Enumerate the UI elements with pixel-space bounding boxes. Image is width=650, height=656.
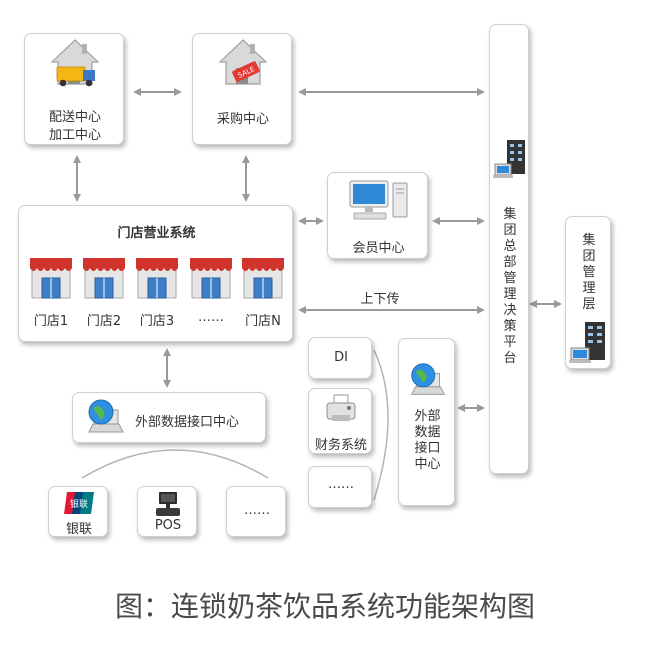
purchase-center-box[interactable]: SALE 采购中心 — [192, 33, 292, 145]
pos-box[interactable]: POS — [137, 486, 197, 537]
store-system-box[interactable]: 门店营业系统 门店1 门店2 门店3 …… 门店N — [18, 205, 293, 342]
hq-platform-char-4: 部 — [503, 255, 517, 270]
di-box[interactable]: DI — [308, 337, 372, 379]
mgmt-char-2: 团 — [582, 249, 596, 264]
group-management-box[interactable]: 集 团 管 理 层 — [565, 216, 611, 369]
hq-platform-char-9: 平 — [503, 335, 517, 350]
curve-external-group — [373, 349, 389, 501]
store-2-label: 门店2 — [86, 314, 122, 329]
di-label: DI — [334, 350, 348, 365]
finance-system-label: 财务系统 — [314, 438, 367, 453]
desktop-computer-icon — [349, 180, 408, 220]
external-more-box[interactable]: …… — [308, 466, 372, 508]
purchase-center-label: 采购中心 — [216, 112, 269, 127]
server-building-icon — [569, 322, 605, 363]
store-1-label: 门店1 — [33, 314, 69, 329]
unionpay-label: 银联 — [65, 522, 92, 537]
ext-vertical-line-4: 中心 — [414, 457, 441, 472]
hq-platform-char-2: 团 — [503, 223, 517, 238]
mgmt-char-5: 层 — [582, 297, 596, 312]
payment-more-box[interactable]: …… — [226, 486, 286, 537]
house-sale-icon: SALE — [218, 39, 268, 85]
mgmt-char-4: 理 — [582, 281, 596, 296]
distribution-center-box[interactable]: 配送中心 加工中心 — [24, 33, 124, 145]
hq-platform-char-7: 决 — [503, 303, 517, 318]
finance-system-box[interactable]: 财务系统 — [308, 388, 372, 454]
svg-text:银联: 银联 — [70, 498, 88, 510]
store-icon — [136, 258, 178, 299]
member-center-box[interactable]: 会员中心 — [327, 172, 428, 259]
hq-platform-char-3: 总 — [503, 239, 517, 254]
store-icon — [83, 258, 125, 299]
processing-center-label: 加工中心 — [48, 128, 101, 143]
store-icon — [190, 258, 232, 299]
hq-platform-char-1: 集 — [503, 207, 517, 222]
member-center-label: 会员中心 — [352, 241, 405, 256]
unionpay-logo-icon: 银联 — [64, 492, 94, 514]
ext-vertical-line-1: 外部 — [414, 409, 441, 424]
server-building-icon — [493, 140, 525, 178]
external-interface-center-label: 外部数据接口中心 — [135, 415, 240, 430]
globe-laptop-icon — [88, 399, 124, 433]
store-n-label: 门店N — [245, 314, 281, 329]
hq-platform-char-8: 策 — [503, 319, 517, 334]
figure-caption: 图：连锁奶茶饮品系统功能架构图 — [114, 590, 535, 623]
hq-decision-platform-box[interactable]: 集 团 总 部 管 理 决 策 平 台 — [489, 24, 529, 474]
pos-label: POS — [154, 518, 182, 533]
upload-download-label: 上下传 — [360, 292, 400, 307]
mgmt-char-3: 管 — [582, 265, 596, 280]
hq-platform-char-10: 台 — [503, 351, 517, 366]
receipt-printer-icon — [326, 394, 356, 421]
external-more-label: …… — [328, 477, 354, 492]
mgmt-char-1: 集 — [582, 233, 596, 248]
ext-vertical-line-3: 接口 — [414, 441, 441, 456]
unionpay-box[interactable]: 银联 银联 — [48, 486, 108, 537]
hq-platform-char-6: 理 — [503, 287, 517, 302]
store-icon — [30, 258, 72, 299]
store-icon — [242, 258, 284, 299]
hq-platform-char-5: 管 — [503, 271, 517, 286]
distribution-center-label: 配送中心 — [48, 110, 101, 125]
store-system-title: 门店营业系统 — [117, 226, 196, 241]
pos-terminal-icon — [156, 492, 180, 516]
curve-payment-arc — [81, 449, 269, 479]
globe-laptop-icon — [410, 363, 446, 395]
external-interface-vertical-box[interactable]: 外部 数据 接口 中心 — [398, 338, 455, 506]
ext-vertical-line-2: 数据 — [414, 425, 441, 440]
store-3-label: 门店3 — [139, 314, 175, 329]
house-truck-icon — [50, 39, 100, 87]
store-ellipsis-label: …… — [198, 310, 224, 325]
payment-more-label: …… — [244, 503, 270, 518]
external-interface-center-box[interactable]: 外部数据接口中心 — [72, 392, 266, 443]
